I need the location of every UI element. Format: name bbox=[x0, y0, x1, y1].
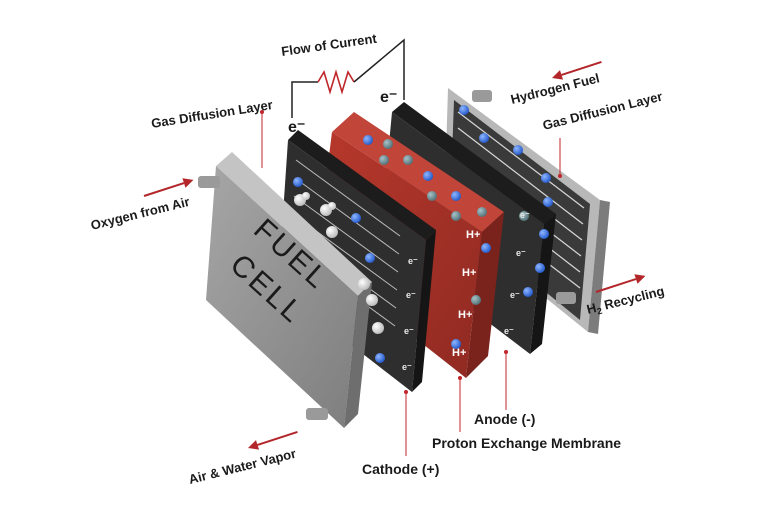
hydrogen-ion-label: H+ bbox=[462, 267, 476, 279]
anode-electron-label: e⁻ bbox=[520, 210, 530, 220]
hydrogen-ion-label: H+ bbox=[466, 229, 480, 241]
water-vapor-arrow-icon bbox=[248, 430, 298, 450]
right-electron-label: e⁻ bbox=[380, 89, 397, 106]
hydrogen-inlet-pipe bbox=[472, 90, 492, 102]
particles bbox=[293, 105, 553, 363]
anode-label: Anode (-) bbox=[474, 411, 535, 427]
hydrogen-ion-label: H+ bbox=[452, 347, 466, 359]
anode-electron-label: e⁻ bbox=[510, 290, 520, 300]
gas-diffusion-layer-right-label: Gas Diffusion Layer bbox=[541, 89, 664, 133]
air-water-vapor-label: Air & Water Vapor bbox=[187, 446, 297, 487]
h2-outlet-pipe bbox=[556, 292, 576, 304]
resistor-icon bbox=[317, 69, 355, 95]
cathode-label: Cathode (+) bbox=[362, 461, 439, 477]
left-electron-label: e⁻ bbox=[288, 119, 305, 136]
cathode-electron-label: e⁻ bbox=[406, 290, 416, 300]
oxygen-arrow-icon bbox=[143, 178, 194, 197]
flow-arrows bbox=[143, 60, 646, 450]
leader-lines bbox=[261, 112, 561, 456]
cathode-electron-label: e⁻ bbox=[404, 326, 414, 336]
anode-electron-label: e⁻ bbox=[504, 326, 514, 336]
leader-dots bbox=[260, 110, 562, 394]
current-circuit bbox=[291, 38, 405, 118]
cathode-electron-label: e⁻ bbox=[402, 362, 412, 372]
anode-electron-labels: e⁻ e⁻ e⁻ e⁻ bbox=[504, 210, 530, 336]
cathode-electron-labels: e⁻ e⁻ e⁻ e⁻ bbox=[402, 256, 418, 372]
membrane-ion-labels: H+ H+ H+ H+ bbox=[452, 229, 480, 359]
anode-electron-label: e⁻ bbox=[516, 248, 526, 258]
water-outlet-pipe bbox=[306, 408, 328, 420]
oxygen-inlet-pipe bbox=[198, 176, 220, 188]
cathode-electron-label: e⁻ bbox=[408, 256, 418, 266]
proton-exchange-membrane-label: Proton Exchange Membrane bbox=[432, 435, 621, 451]
hydrogen-ion-label: H+ bbox=[458, 309, 472, 321]
gas-diffusion-layer-left-label: Gas Diffusion Layer bbox=[150, 97, 274, 131]
hydrogen-arrow-icon bbox=[552, 60, 602, 80]
oxygen-from-air-label: Oxygen from Air bbox=[89, 194, 191, 233]
h2-recycling-arrow-icon bbox=[595, 274, 646, 293]
flow-of-current-label: Flow of Current bbox=[280, 31, 378, 59]
